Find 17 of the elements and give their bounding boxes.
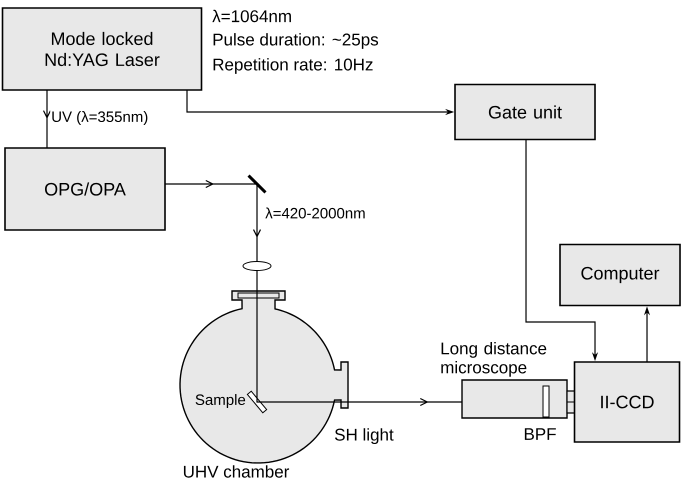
parameter-text: λ=1064nm — [212, 10, 291, 22]
filter-label: BPF — [524, 428, 556, 440]
edge-label: UV (λ=355nm) — [50, 110, 150, 126]
microscope-label: Long distance microscope — [441, 342, 546, 377]
process-box: II-CCD — [574, 361, 680, 443]
process-box: Computer — [559, 244, 681, 306]
chamber-label: UHV chamber — [184, 465, 290, 478]
process-box: OPG/OPA — [4, 147, 166, 231]
process-box: Mode locked Nd:YAG Laser — [2, 7, 202, 91]
port-label: SH light — [334, 428, 394, 444]
parameter-text: Repetition rate: 10Hz — [214, 58, 373, 74]
edge-label: λ=420-2000nm — [264, 206, 367, 220]
lens — [242, 261, 272, 271]
process-box: Gate unit — [454, 84, 596, 140]
sample-label: Sample — [196, 394, 246, 408]
mirror — [247, 174, 267, 194]
parameter-text: Pulse duration: ~25ps — [214, 33, 378, 49]
